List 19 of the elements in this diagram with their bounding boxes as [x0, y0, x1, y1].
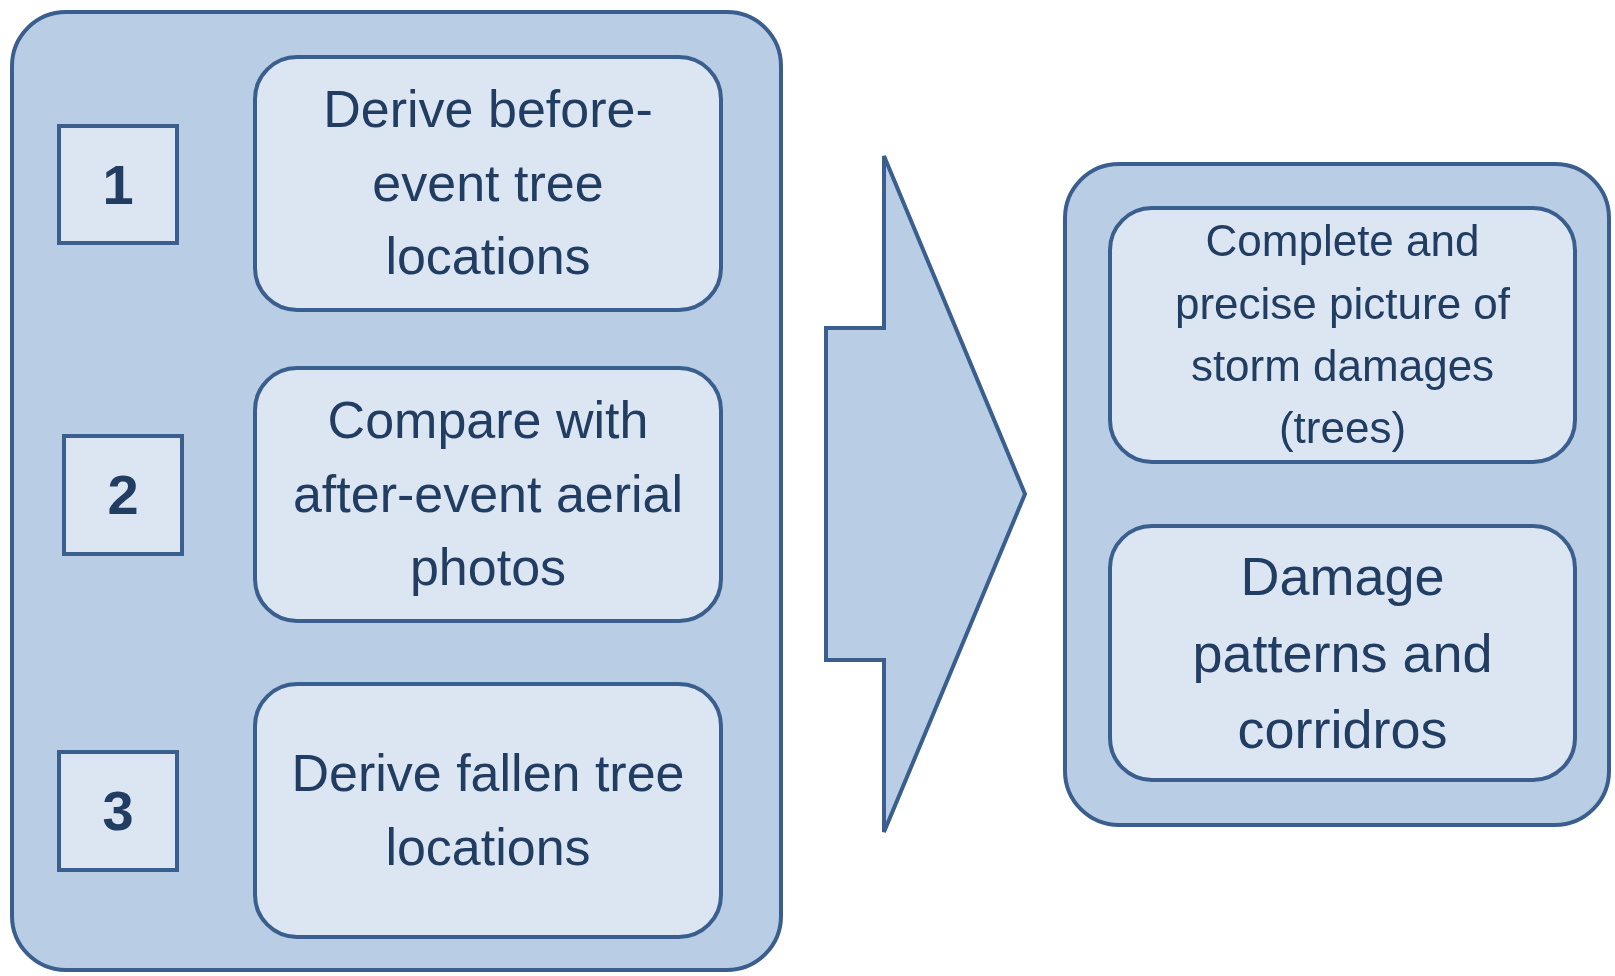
step-number-box: [57, 124, 179, 245]
process-box: [1108, 524, 1577, 782]
box-text: Derive before-event tree locations: [322, 78, 654, 288]
process-box: [253, 366, 723, 623]
box-text: Damage patterns and corridros: [1191, 545, 1494, 762]
group-panel: [1063, 162, 1611, 827]
group-panel: [10, 10, 783, 972]
box-text: Complete and precise picture of storm damages (trees): [1173, 215, 1512, 455]
process-box: [1108, 206, 1577, 464]
block-arrow: [824, 154, 1028, 834]
step-number: 2: [107, 462, 139, 529]
process-box: [253, 55, 723, 312]
box-text: Compare with after-event aerial photos: [291, 389, 685, 599]
step-number-box: [62, 434, 184, 556]
box-text: Derive fallen tree locations: [290, 742, 686, 878]
process-box: [253, 682, 723, 939]
step-number-box: [57, 750, 179, 872]
step-number: 1: [102, 151, 134, 218]
step-number: 3: [102, 778, 134, 845]
